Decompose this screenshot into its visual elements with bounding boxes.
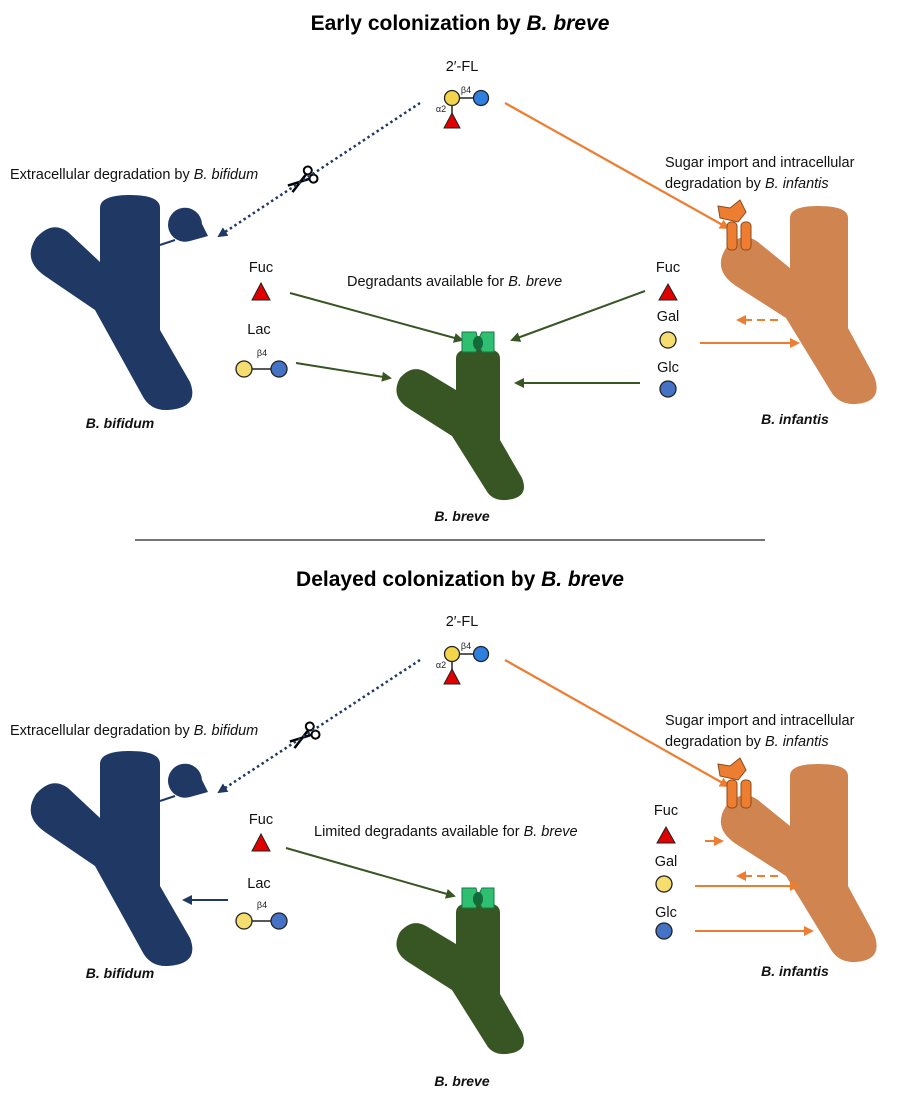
extracellular-enzyme-icon — [168, 763, 208, 798]
bifidum-name: B. bifidum — [86, 965, 154, 981]
glc-label: Glc — [655, 905, 677, 921]
enzyme-tether — [159, 239, 176, 246]
panel-title: Delayed colonization by B. breve — [296, 568, 624, 591]
beta-linkage-label: β4 — [461, 641, 471, 651]
infantis-cell — [717, 199, 877, 405]
gal-label: Gal — [657, 309, 680, 325]
glucose-icon — [659, 380, 677, 398]
panel-delayed-colonization: Delayed colonization by B. breve 2′-FL β… — [10, 568, 877, 1089]
substrate-label: 2′-FL — [446, 59, 479, 75]
fucose-icon — [656, 825, 676, 844]
glucose-icon — [270, 912, 288, 930]
transporter-icon — [726, 221, 738, 251]
galactose-icon — [443, 645, 461, 663]
binding-protein-icon — [717, 757, 747, 781]
lac-label: Lac — [247, 876, 270, 892]
bifidum-name: B. bifidum — [86, 415, 154, 431]
breve-name: B. breve — [434, 508, 489, 524]
fuc-left-label: Fuc — [249, 260, 273, 276]
bifidum-cell — [30, 751, 208, 967]
substrate-2fl: 2′-FL β4 α2 — [436, 614, 490, 685]
bifidum-caption: Extracellular degradation by B. bifidum — [10, 167, 258, 183]
scissors-icon — [287, 165, 319, 193]
bifidum-cell — [30, 195, 208, 411]
panel-early-colonization: Early colonization by B. breve 2′-FL β4 … — [10, 12, 877, 524]
fucose-icon — [251, 832, 271, 852]
substrate-2fl: 2′-FL β4 α2 — [436, 59, 490, 129]
galactose-icon — [655, 875, 673, 893]
infantis-name: B. infantis — [761, 963, 829, 979]
transporter-core-icon — [473, 892, 483, 906]
infantis-caption-line2: degradation by B. infantis — [665, 176, 829, 192]
transporter-icon — [740, 779, 752, 809]
fucose-uptake-arrow — [285, 847, 456, 899]
breve-cell — [396, 331, 524, 501]
transporter-icon — [740, 221, 752, 251]
fucose-uptake-arrow — [510, 290, 646, 342]
sugar-import-arrow — [504, 659, 730, 787]
substrate-label: 2′-FL — [446, 614, 479, 630]
lactose-uptake-arrow — [295, 362, 392, 382]
glucose-icon — [472, 645, 490, 663]
panel-title: Early colonization by B. breve — [311, 12, 610, 35]
infantis-name: B. infantis — [761, 411, 829, 427]
breve-caption: Degradants available for B. breve — [347, 274, 562, 290]
fucose-icon — [658, 282, 678, 301]
glucose-icon — [655, 922, 673, 940]
extracellular-cleavage-arrow — [217, 658, 421, 794]
transporter-core-icon — [473, 336, 483, 350]
transporter-icon — [726, 779, 738, 809]
infantis-cell — [717, 757, 877, 963]
binding-protein-icon — [717, 199, 747, 223]
infantis-caption-line1: Sugar import and intracellular — [665, 155, 855, 171]
fucose-icon — [443, 667, 461, 685]
fuc-right-label: Fuc — [654, 803, 678, 819]
fucose-icon — [251, 281, 271, 301]
lac-linkage-label: β4 — [257, 348, 267, 358]
gal-label: Gal — [655, 854, 678, 870]
infantis-caption-line2: degradation by B. infantis — [665, 734, 829, 750]
sugar-import-arrow — [504, 102, 730, 229]
lac-label: Lac — [247, 322, 270, 338]
beta-linkage-label: β4 — [461, 85, 471, 95]
fucose-uptake-arrow — [289, 292, 464, 343]
breve-caption: Limited degradants available for B. brev… — [314, 824, 578, 840]
alpha-linkage-label: α2 — [436, 660, 446, 670]
glc-label: Glc — [657, 360, 679, 376]
fucose-icon — [443, 111, 461, 129]
bifidum-caption: Extracellular degradation by B. bifidum — [10, 723, 258, 739]
extracellular-cleavage-arrow — [217, 101, 421, 238]
alpha-linkage-label: α2 — [436, 104, 446, 114]
breve-cell — [396, 887, 524, 1055]
glucose-icon — [472, 89, 490, 107]
galactose-icon — [235, 360, 253, 378]
infantis-caption-line1: Sugar import and intracellular — [665, 713, 855, 729]
galactose-icon — [443, 89, 461, 107]
lac-linkage-label: β4 — [257, 900, 267, 910]
fuc-right-label: Fuc — [656, 260, 680, 276]
glucose-icon — [270, 360, 288, 378]
extracellular-enzyme-icon — [168, 207, 208, 242]
galactose-icon — [235, 912, 253, 930]
galactose-icon — [659, 331, 677, 349]
breve-name: B. breve — [434, 1073, 489, 1089]
fuc-left-label: Fuc — [249, 812, 273, 828]
enzyme-tether — [159, 795, 176, 802]
